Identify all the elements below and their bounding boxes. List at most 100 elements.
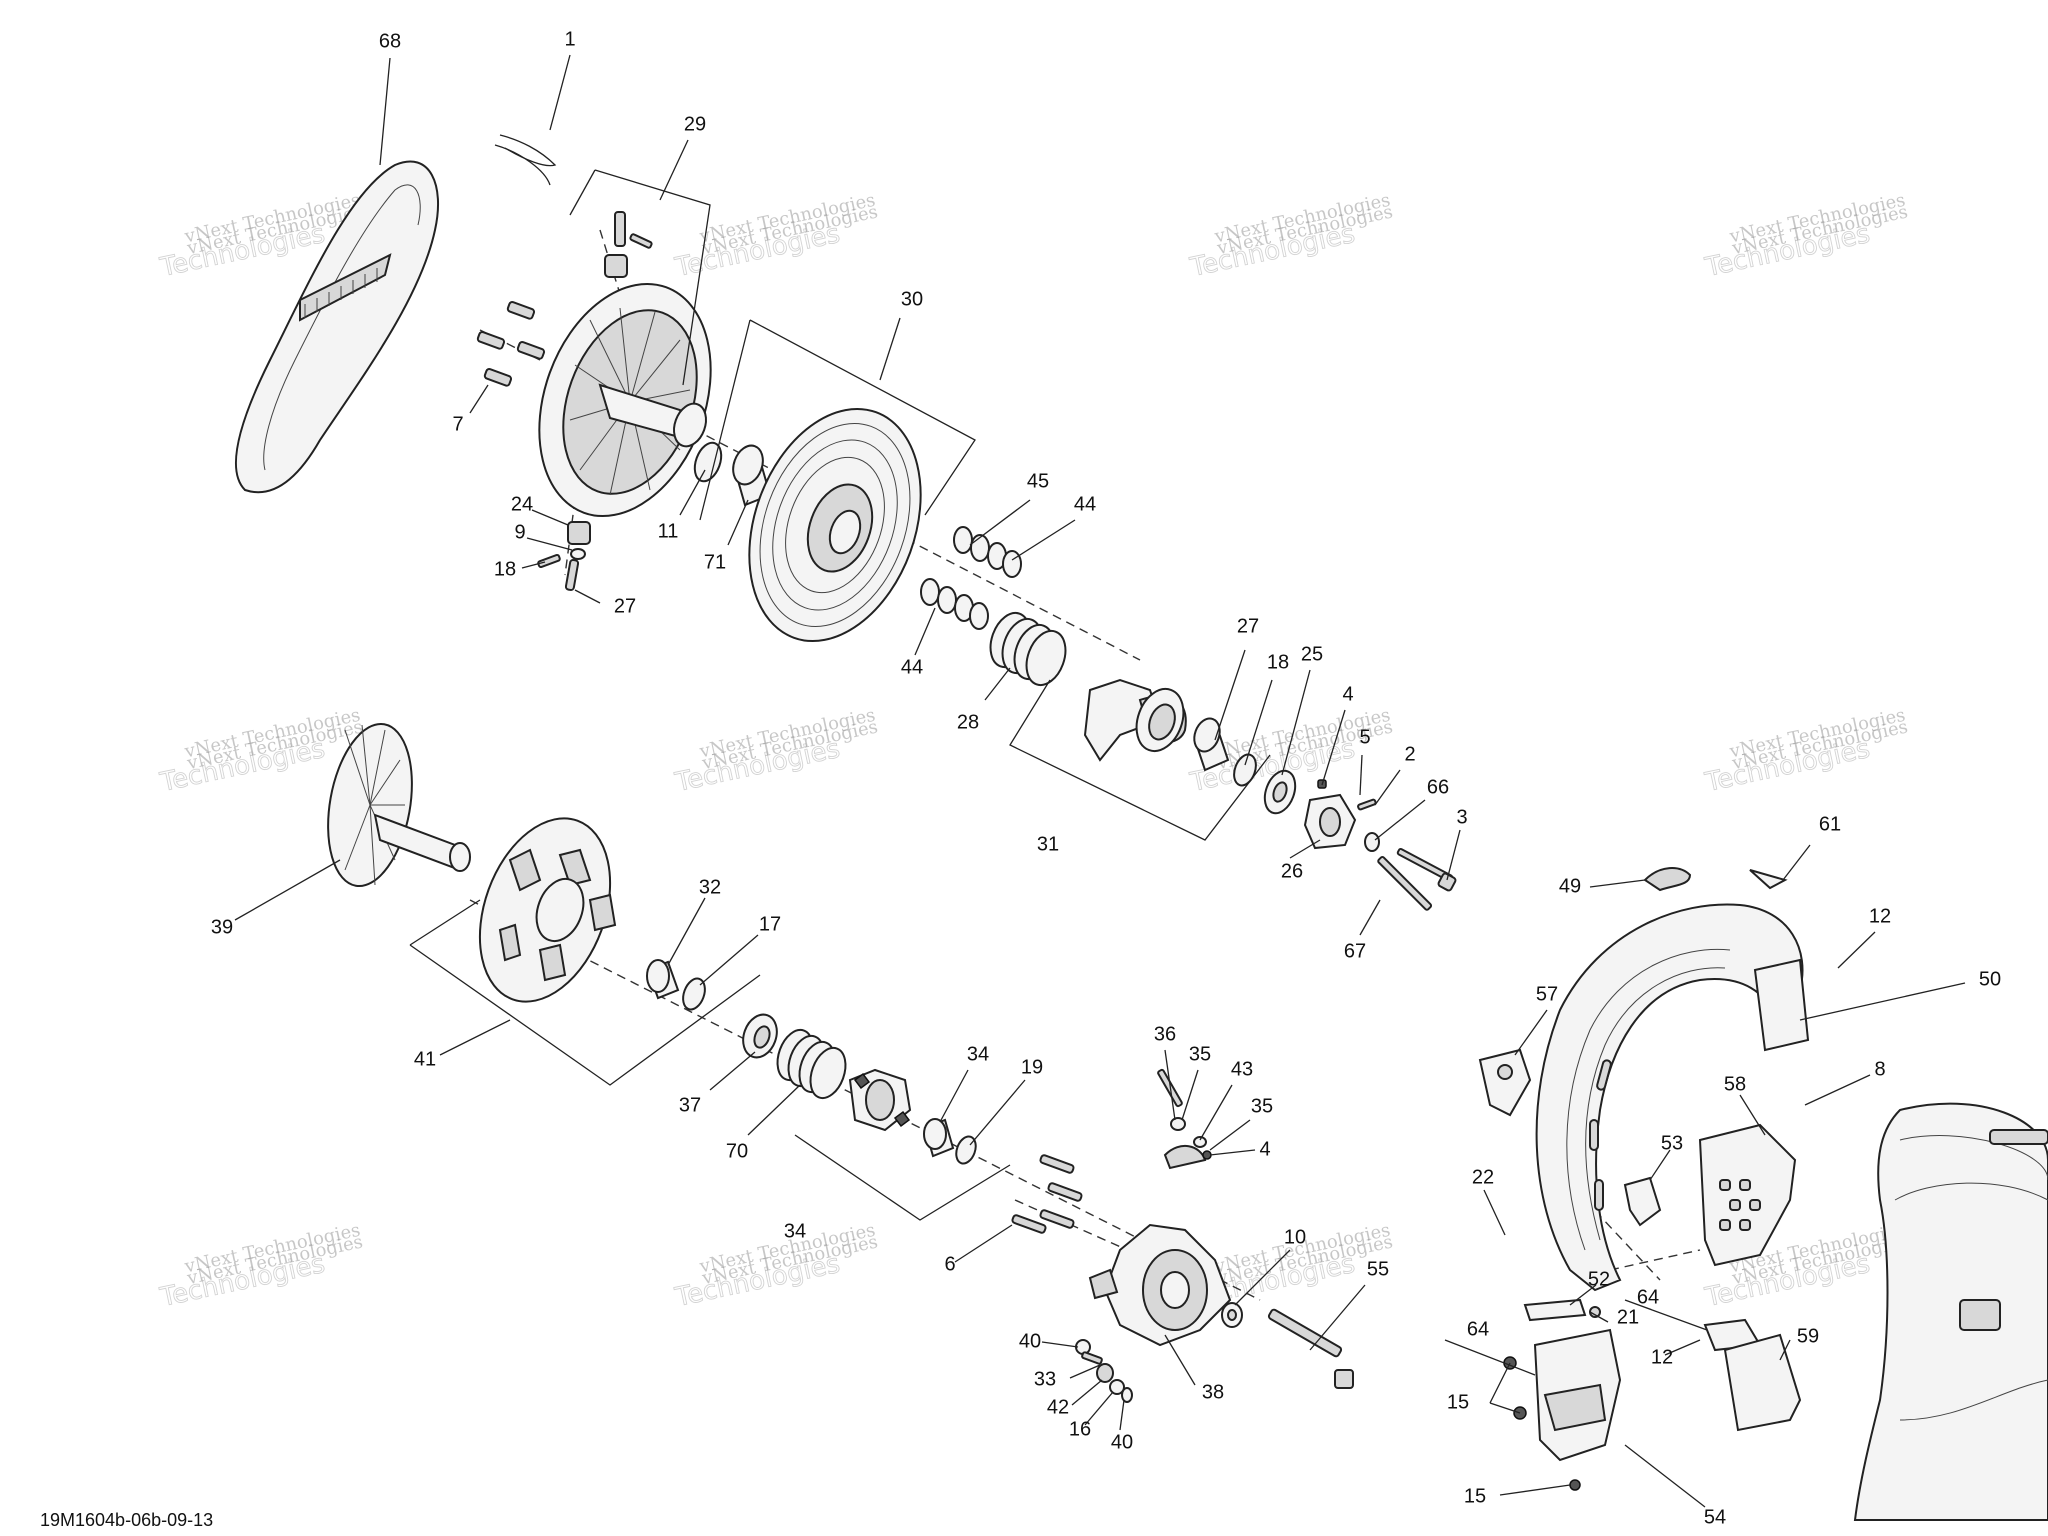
- callout-number: 54: [1704, 1506, 1726, 1528]
- callout-number: 43: [1231, 1058, 1253, 1080]
- callout-number: 68: [379, 30, 401, 52]
- callout-number: 12: [1651, 1346, 1673, 1368]
- callout-number: 44: [901, 656, 923, 678]
- callout-number: 61: [1819, 813, 1841, 835]
- latch-part: [1523, 1298, 1601, 1322]
- bushing-part: [646, 959, 680, 1000]
- callout-number: 49: [1559, 875, 1581, 897]
- bushing-part: [732, 444, 772, 507]
- small-hardware-part: [1075, 1339, 1133, 1403]
- callout-number: 67: [1344, 940, 1366, 962]
- callout-number: 25: [1301, 643, 1323, 665]
- callout-number: 34: [967, 1043, 989, 1065]
- callout-number: 29: [684, 113, 706, 135]
- callout-number: 33: [1034, 1368, 1056, 1390]
- callout-number: 55: [1367, 1258, 1389, 1280]
- callout-number: 70: [726, 1140, 748, 1162]
- callout-number: 4: [1259, 1138, 1270, 1160]
- callout-number: 44: [1074, 493, 1096, 515]
- snap-ring-part: [682, 977, 706, 1011]
- callout-number: 36: [1154, 1023, 1176, 1045]
- callout-leaders: [234, 54, 1966, 1508]
- callout-number: 34: [784, 1220, 806, 1242]
- callout-number: 38: [1202, 1381, 1224, 1403]
- drive-belt-part: [234, 160, 439, 494]
- cover-part: [1853, 1102, 2048, 1521]
- callout-number: 26: [1281, 860, 1303, 882]
- callout-number: 66: [1427, 776, 1449, 798]
- callout-number: 57: [1536, 983, 1558, 1005]
- belt-guard-part: [1535, 903, 1810, 1292]
- callout-number: 40: [1111, 1431, 1133, 1453]
- callout-number: 18: [494, 558, 516, 580]
- callout-number: 59: [1797, 1325, 1819, 1347]
- callout-number: 8: [1874, 1058, 1885, 1080]
- callout-number: 64: [1467, 1318, 1489, 1340]
- washer-part: [1221, 1302, 1243, 1328]
- callout-number: 9: [514, 521, 525, 543]
- spring-part: [989, 611, 1067, 687]
- callout-number: 64: [1637, 1286, 1659, 1308]
- movable-sheave-part: [748, 407, 922, 643]
- callout-number: 24: [511, 493, 533, 515]
- callout-number: 12: [1869, 905, 1891, 927]
- callout-number: 18: [1267, 651, 1289, 673]
- bushing-part: [923, 1118, 955, 1158]
- cam-part: [1083, 678, 1187, 762]
- document-id: 19M1604b-06b-09-13: [40, 1510, 213, 1530]
- callout-number: 27: [614, 595, 636, 617]
- callout-number: 50: [1979, 968, 2001, 990]
- bushing-part: [1193, 717, 1230, 772]
- callout-number: 31: [1037, 833, 1059, 855]
- callout-number: 42: [1047, 1396, 1069, 1418]
- guard-bracket-part: [1503, 1328, 1622, 1491]
- callout-number: 6: [944, 1253, 955, 1275]
- callout-number: 45: [1027, 470, 1049, 492]
- governor-cup-part: [1088, 1223, 1232, 1347]
- bolt-part: [1267, 1308, 1354, 1389]
- assembly-brackets: [409, 169, 1271, 1221]
- hairpin-clip-part: [494, 134, 557, 186]
- o-ring-set-lower: [920, 578, 989, 630]
- spider-part: [1303, 779, 1380, 852]
- spring-part: [776, 1028, 847, 1100]
- label-part: [1749, 869, 1788, 890]
- callout-number: 40: [1019, 1330, 1041, 1352]
- callout-number: 21: [1617, 1306, 1639, 1328]
- callout-number: 30: [901, 288, 923, 310]
- callout-number: 35: [1189, 1043, 1211, 1065]
- snap-ring-part: [1233, 753, 1257, 787]
- callout-number: 27: [1237, 615, 1259, 637]
- bracket-part: [1478, 1048, 1532, 1117]
- washer-part: [1263, 769, 1297, 815]
- callout-number: 58: [1724, 1073, 1746, 1095]
- callout-number: 4: [1342, 683, 1353, 705]
- fixed-drive-sheave-part: [327, 722, 471, 888]
- mounting-plate-part: [1703, 1318, 1802, 1432]
- callout-number: 15: [1464, 1485, 1486, 1507]
- callout-number: 15: [1447, 1391, 1469, 1413]
- callout-number: 11: [658, 520, 679, 542]
- callout-number: 19: [1021, 1056, 1043, 1078]
- callout-number: 52: [1588, 1268, 1610, 1290]
- callout-number: 1: [564, 28, 575, 50]
- callout-number: 35: [1251, 1095, 1273, 1117]
- snap-ring-part: [693, 441, 723, 483]
- spider-part: [848, 1068, 912, 1132]
- callout-number: 2: [1404, 743, 1415, 765]
- movable-drive-sheave-part: [478, 817, 617, 1003]
- bolt-part: [1377, 847, 1457, 911]
- callout-number: 16: [1069, 1418, 1091, 1440]
- support-plate-part: [1698, 1123, 1797, 1267]
- screw-set-part: [1011, 1154, 1083, 1234]
- callout-number: 22: [1472, 1166, 1494, 1188]
- callout-number: 28: [957, 711, 979, 733]
- seal-part: [742, 1013, 778, 1059]
- callout-number: 39: [211, 916, 233, 938]
